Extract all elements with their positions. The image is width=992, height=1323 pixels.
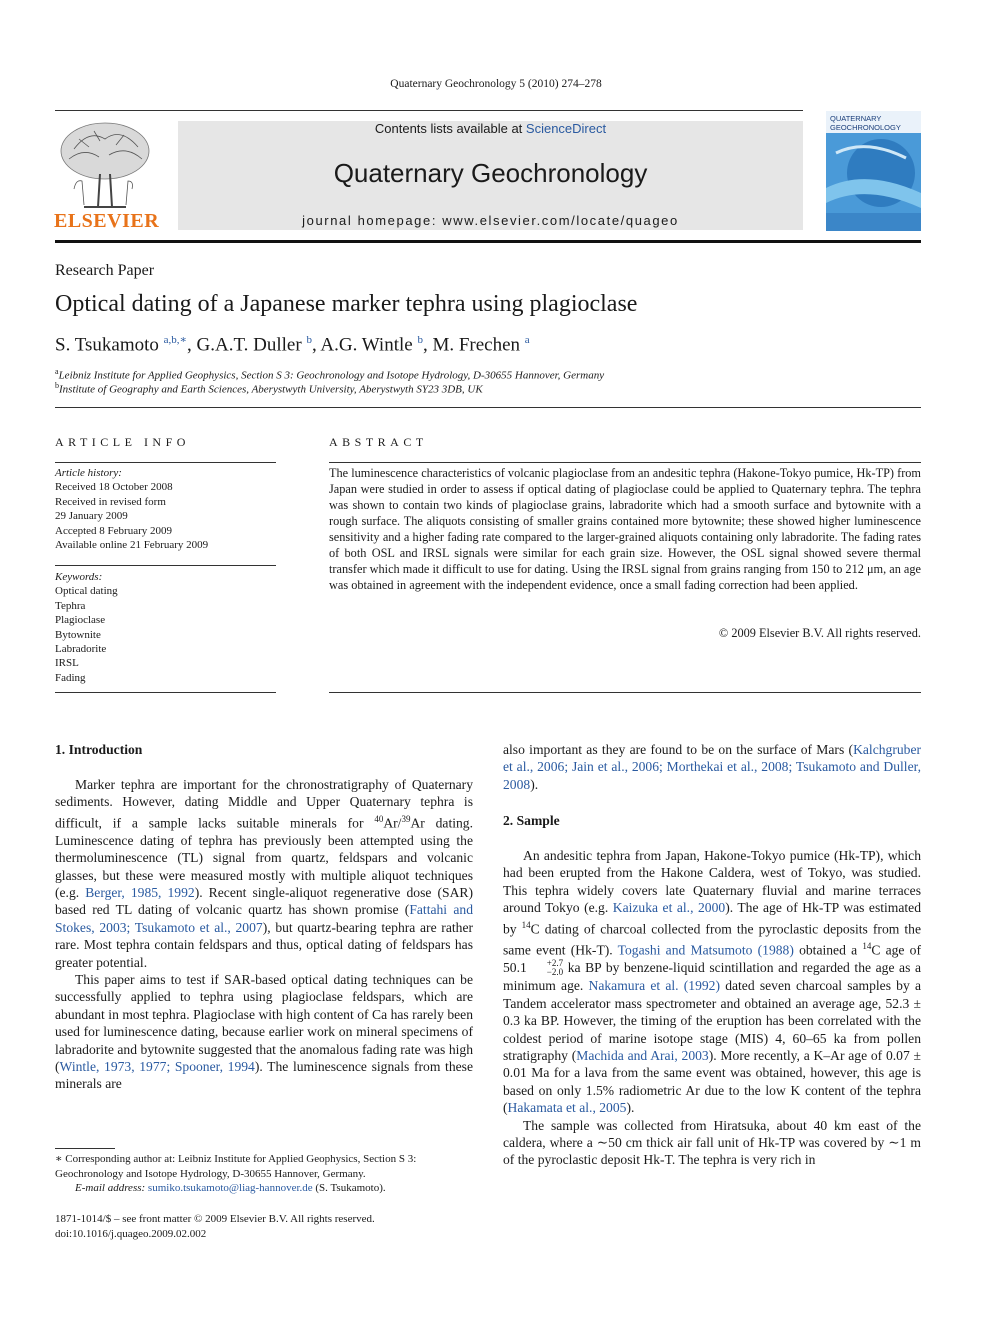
abstract-rule [329, 692, 921, 693]
cover-title-2: GEOCHRONOLOGY [830, 123, 901, 132]
article-history: Article history: Received 18 October 200… [55, 466, 275, 552]
citation-link[interactable]: Kaizuka et al., 2000 [612, 900, 726, 916]
citation-link[interactable]: Hakamata et al., 2005 [507, 1100, 627, 1116]
introduction-body: Marker tephra are important for the chro… [55, 776, 473, 1093]
footnote-rule [55, 1148, 115, 1149]
article-type: Research Paper [55, 262, 155, 279]
article-info-rule [55, 692, 276, 693]
doi[interactable]: doi:10.1016/j.quageo.2009.02.002 [55, 1227, 207, 1240]
paragraph: An andesitic tephra from Japan, Hakone-T… [503, 848, 922, 1116]
author-affiliation-mark[interactable]: a [524, 334, 530, 346]
affiliation-text: Institute of Geography and Earth Science… [59, 383, 483, 396]
author-separator: , [422, 334, 433, 356]
author-name: M. Frechen [432, 334, 521, 356]
citation-link[interactable]: Fattahi and Stokes, 2003; Tsukamoto et a… [55, 902, 474, 935]
history-label: Article history: [55, 467, 122, 479]
journal-title: Quaternary Geochronology [333, 158, 648, 188]
journal-citation: Quaternary Geochronology 5 (2010) 274–27… [390, 78, 602, 90]
elsevier-tree-logo [54, 119, 156, 234]
citation-link[interactable]: Nakamura et al. (1992) [588, 978, 720, 994]
cover-art-icon [826, 133, 921, 231]
journal-banner [178, 121, 803, 230]
affiliation-text: Leibniz Institute for Applied Geophysics… [58, 369, 605, 382]
email-link[interactable]: sumiko.tsukamoto@liag-hannover.de [147, 1182, 313, 1194]
sciencedirect-link[interactable]: ScienceDirect [525, 121, 607, 136]
introduction-continued: also important as they are found to be o… [503, 741, 921, 793]
keyword: Tephra [55, 599, 86, 612]
affiliation-rule [55, 407, 921, 408]
paragraph: also important as they are found to be o… [503, 742, 921, 792]
keyword: IRSL [55, 657, 79, 670]
header-thick-rule [55, 240, 921, 243]
author-affiliation-mark[interactable]: b [417, 334, 423, 346]
journal-homepage[interactable]: journal homepage: www.elsevier.com/locat… [302, 213, 679, 228]
keyword: Fading [55, 671, 86, 684]
history-item: Received 18 October 2008 [55, 481, 173, 494]
author-name: A.G. Wintle [320, 334, 413, 356]
author-separator: , [187, 334, 197, 356]
section-heading-sample: 2. Sample [503, 813, 560, 828]
corresponding-author-footnote: ∗ Corresponding author at: Leibniz Insti… [55, 1152, 473, 1196]
paragraph: This paper aims to test if SAR-based opt… [55, 972, 473, 1092]
abstract-rule [329, 462, 921, 463]
keywords-label: Keywords: [55, 571, 103, 583]
author-list: S. Tsukamoto a,b,∗, G.A.T. Duller b, A.G… [55, 333, 530, 356]
footnote-text: ∗ Corresponding author at: Leibniz Insti… [55, 1153, 417, 1180]
paragraph: Marker tephra are important for the chro… [55, 777, 474, 970]
issn-line: 1871-1014/$ – see front matter © 2009 El… [55, 1213, 375, 1225]
article-info-rule [55, 462, 276, 463]
keyword: Optical dating [55, 585, 118, 598]
tree-icon [60, 122, 150, 208]
author-name: S. Tsukamoto [55, 334, 159, 356]
citation-link[interactable]: Togashi and Matsumoto (1988) [617, 942, 794, 958]
citation-link[interactable]: Kalchgruber et al., 2006; Jain et al., 2… [503, 742, 921, 792]
cover-title-1: QUATERNARY [830, 114, 882, 123]
affiliation-a: aLeibniz Institute for Applied Geophysic… [55, 367, 604, 382]
keywords: Keywords: Optical dating Tephra Plagiocl… [55, 570, 275, 685]
abstract-text: The luminescence characteristics of volc… [329, 466, 921, 592]
history-item: 29 January 2009 [55, 510, 128, 523]
elsevier-wordmark: ELSEVIER [54, 210, 160, 232]
article-info-rule [55, 565, 276, 566]
affiliation-b: bInstitute of Geography and Earth Scienc… [55, 381, 483, 396]
affiliation-mark: b [55, 381, 59, 390]
history-item: Accepted 8 February 2009 [55, 524, 172, 537]
keyword: Bytownite [55, 628, 101, 641]
header-rule [55, 110, 803, 111]
citation-link[interactable]: Berger, 1985, 1992 [85, 884, 195, 900]
front-matter: 1871-1014/$ – see front matter © 2009 El… [55, 1212, 375, 1241]
citation-link[interactable]: Wintle, 1973, 1977; Spooner, 1994 [59, 1059, 255, 1075]
author-affiliation-mark[interactable]: b [306, 334, 312, 346]
abstract-heading: ABSTRACT [329, 435, 428, 449]
affiliation-mark: a [55, 367, 59, 376]
journal-cover-image: QUATERNARY GEOCHRONOLOGY [826, 111, 921, 231]
footnote-email: E-mail address: sumiko.tsukamoto@liag-ha… [75, 1182, 386, 1194]
keyword: Labradorite [55, 643, 107, 656]
section-heading-introduction: 1. Introduction [55, 742, 143, 757]
keyword: Plagioclase [55, 614, 106, 627]
author-separator: , [311, 334, 321, 356]
paragraph: The sample was collected from Hiratsuka,… [503, 1117, 921, 1168]
history-item: Available online 21 February 2009 [55, 539, 209, 552]
history-item: Received in revised form [55, 495, 166, 508]
contents-line: Contents lists available at ScienceDirec… [178, 121, 803, 136]
article-info-heading: ARTICLE INFO [55, 435, 190, 449]
author-affiliation-mark[interactable]: a,b,∗ [163, 334, 187, 346]
author-name: G.A.T. Duller [196, 334, 302, 356]
article-title: Optical dating of a Japanese marker teph… [55, 291, 638, 317]
citation-link[interactable]: Machida and Arai, 2003 [576, 1048, 709, 1063]
sample-body: An andesitic tephra from Japan, Hakone-T… [503, 847, 921, 1169]
abstract-copyright: © 2009 Elsevier B.V. All rights reserved… [718, 626, 921, 640]
contents-prefix: Contents lists available at [374, 121, 526, 136]
